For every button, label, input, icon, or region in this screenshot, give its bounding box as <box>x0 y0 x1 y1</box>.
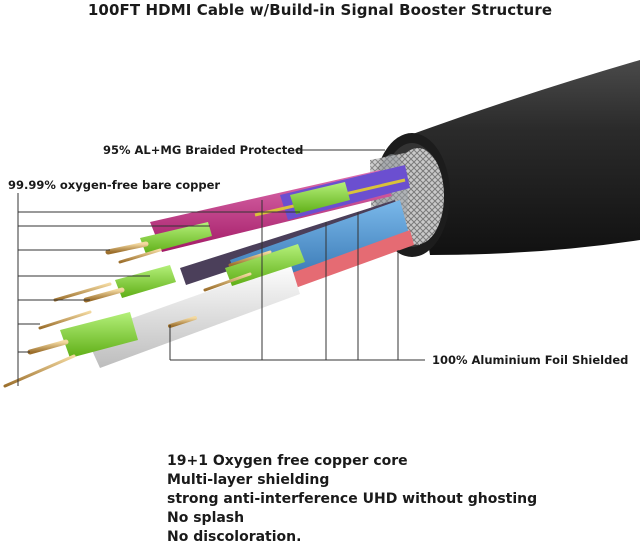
feature-item: Multi-layer shielding <box>167 472 330 488</box>
copper-label: 99.99% oxygen-free bare copper <box>8 178 221 192</box>
green-wires <box>3 182 350 388</box>
leader-lines <box>17 149 425 386</box>
feature-item: No splash <box>167 510 245 526</box>
feature-item: strong anti-interference UHD without gho… <box>167 491 538 507</box>
feature-item: No discoloration. <box>167 529 302 545</box>
diagram-title: 100FT HDMI Cable w/Build-in Signal Boost… <box>87 1 553 19</box>
feature-list: 19+1 Oxygen free copper core Multi-layer… <box>167 452 537 547</box>
braid-label: 95% AL+MG Braided Protected <box>103 143 304 157</box>
foil-label: 100% Aluminium Foil Shielded <box>432 353 629 367</box>
feature-item: 19+1 Oxygen free copper core <box>167 453 408 469</box>
